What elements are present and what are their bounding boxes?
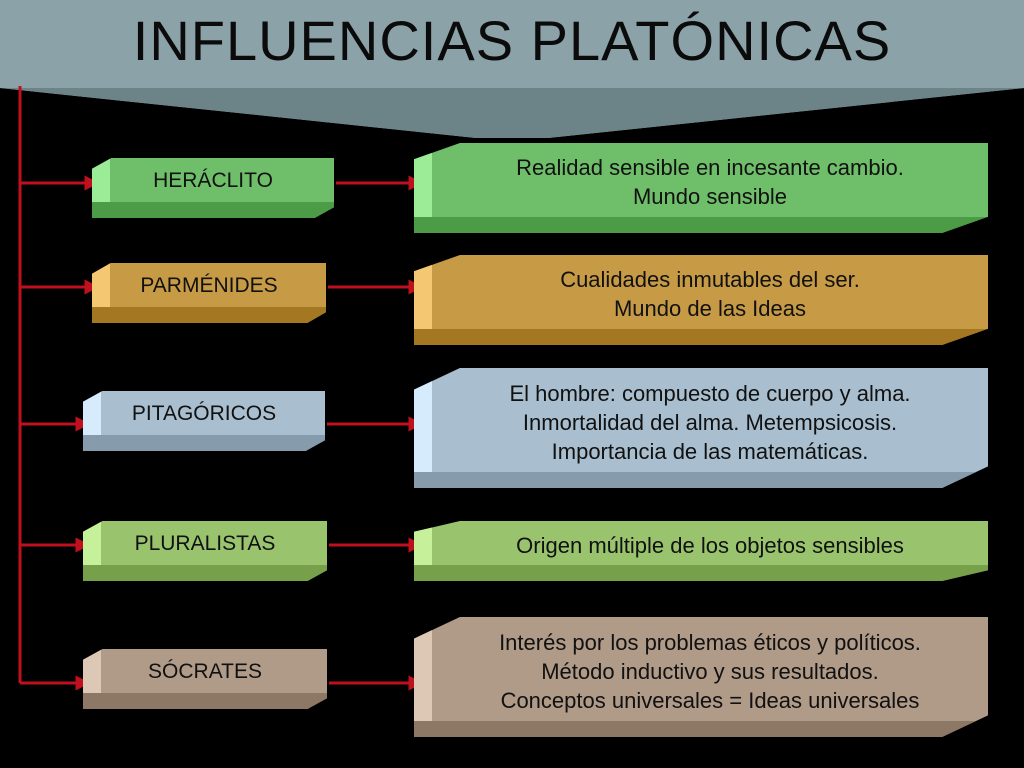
box-left-bevel <box>414 368 432 488</box>
box-face <box>83 649 327 709</box>
box-face <box>83 391 325 451</box>
description-box-4: Origen múltiple de los objetos sensibles <box>414 521 988 581</box>
banner-bottom-shade <box>0 88 1024 138</box>
philosopher-box-1: HERÁCLITO <box>92 158 334 218</box>
box-bottom-bevel <box>83 565 327 581</box>
title-banner <box>0 0 1024 138</box>
description-text: Cualidades inmutables del ser. Mundo de … <box>560 267 860 321</box>
description-box-2: Cualidades inmutables del ser. Mundo de … <box>414 255 988 345</box>
box-bottom-bevel <box>414 721 988 737</box>
box-bottom-bevel <box>414 565 988 581</box>
box-face <box>414 521 988 581</box>
box-face <box>92 158 334 218</box>
box-left-bevel <box>414 617 432 737</box>
box-face <box>414 143 988 233</box>
philosopher-name: PARMÉNIDES <box>140 274 278 297</box>
philosopher-name: SÓCRATES <box>148 660 262 683</box>
description-text: El hombre: compuesto de cuerpo y alma. I… <box>509 380 911 464</box>
box-face <box>414 617 988 737</box>
philosopher-name: HERÁCLITO <box>153 169 273 192</box>
box-face <box>92 263 326 323</box>
box-face <box>414 368 988 488</box>
box-face <box>414 255 988 345</box>
box-left-bevel <box>414 255 432 345</box>
box-bottom-bevel <box>414 472 988 488</box>
philosopher-box-5: SÓCRATES <box>83 649 327 709</box>
description-text: Realidad sensible en incesante cambio. M… <box>516 155 904 209</box>
description-text: Origen múltiple de los objetos sensibles <box>516 532 904 558</box>
box-bottom-bevel <box>414 329 988 345</box>
box-bottom-bevel <box>414 217 988 233</box>
box-bottom-bevel <box>92 307 326 323</box>
description-box-3: El hombre: compuesto de cuerpo y alma. I… <box>414 368 988 488</box>
branch-arrows <box>20 175 424 691</box>
philosopher-box-2: PARMÉNIDES <box>92 263 326 323</box>
philosopher-box-3: PITAGÓRICOS <box>83 391 325 451</box>
box-face <box>83 521 327 581</box>
box-bottom-bevel <box>92 202 334 218</box>
description-box-1: Realidad sensible en incesante cambio. M… <box>414 143 988 233</box>
philosopher-name: PLURALISTAS <box>134 532 276 555</box>
page-title: INFLUENCIAS PLATÓNICAS <box>132 9 892 72</box>
description-text: Interés por los problemas éticos y polít… <box>499 629 921 713</box>
philosopher-name: PITAGÓRICOS <box>131 402 277 425</box>
philosopher-box-4: PLURALISTAS <box>83 521 327 581</box>
box-left-bevel <box>414 143 432 233</box>
box-bottom-bevel <box>83 435 325 451</box>
box-bottom-bevel <box>83 693 327 709</box>
description-box-5: Interés por los problemas éticos y polít… <box>414 617 988 737</box>
